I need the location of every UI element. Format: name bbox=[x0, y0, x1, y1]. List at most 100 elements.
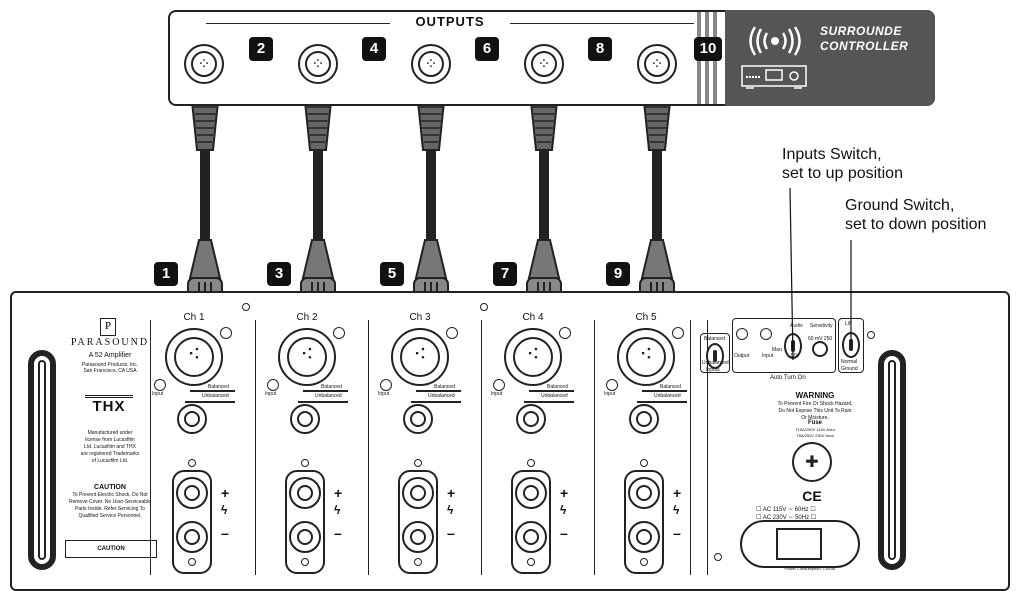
screw-icon bbox=[493, 379, 505, 391]
ch5-negative-terminal[interactable] bbox=[628, 521, 660, 553]
ch2-positive-terminal[interactable] bbox=[289, 477, 321, 509]
output-number-badge: 4 bbox=[362, 37, 386, 61]
channel-label: Ch 5 bbox=[635, 312, 657, 323]
unbalanced-label: Unbalanced bbox=[202, 393, 229, 399]
inputs-switch[interactable] bbox=[706, 343, 724, 369]
cable-5-bottom-boot bbox=[414, 239, 448, 279]
ch3-negative-terminal[interactable] bbox=[402, 521, 434, 553]
minus-sign: – bbox=[221, 525, 229, 541]
ch3-rca-input[interactable] bbox=[403, 404, 433, 434]
ch4-rca-input[interactable] bbox=[516, 404, 546, 434]
sensitivity-values: 60 mV 250 bbox=[808, 336, 833, 342]
channel-label: Ch 2 bbox=[296, 312, 318, 323]
bolt-icon: ϟ bbox=[673, 503, 680, 517]
balanced-rule bbox=[529, 390, 574, 392]
ch4-xlr-input[interactable] bbox=[504, 328, 562, 386]
panel-divider bbox=[690, 320, 691, 575]
ch5-rca-input[interactable] bbox=[629, 404, 659, 434]
controller-xlr-output-9[interactable] bbox=[637, 44, 677, 84]
fuse-rating: T15A/250V 115V Area T8A/250V 230V Area bbox=[795, 427, 835, 438]
balanced-rule bbox=[416, 390, 461, 392]
cable-9-bottom-boot bbox=[640, 239, 674, 279]
warning-title: WARNING bbox=[795, 391, 835, 400]
ch1-negative-terminal[interactable] bbox=[176, 521, 208, 553]
warning-text: To Prevent Fire Or Shock Hazard, Do Not … bbox=[777, 401, 853, 421]
balanced-label: Balanced bbox=[208, 384, 229, 390]
screw-icon bbox=[606, 379, 618, 391]
channel-label: Ch 4 bbox=[522, 312, 544, 323]
ch4-negative-terminal[interactable] bbox=[515, 521, 547, 553]
fuse-holder[interactable] bbox=[792, 442, 832, 482]
voltage-selector-label: ☐ AC 115V ∼ 60Hz ☐ ☐ AC 230V ∼ 50Hz ☐ bbox=[756, 507, 817, 521]
auto-turn-on-panel bbox=[732, 318, 836, 373]
minus-sign: – bbox=[447, 525, 455, 541]
caution-text: To Prevent Electric Shock, Do Not Remove… bbox=[69, 492, 151, 519]
cable-number-badge: 3 bbox=[267, 262, 291, 286]
bolt-icon: ϟ bbox=[447, 503, 454, 517]
controller-xlr-output-5[interactable] bbox=[411, 44, 451, 84]
minus-sign: – bbox=[334, 525, 342, 541]
screw-icon bbox=[559, 327, 571, 339]
power-inlet[interactable] bbox=[740, 520, 860, 568]
bolt-icon: ϟ bbox=[334, 503, 341, 517]
panel-screw-hole bbox=[714, 553, 722, 561]
screw-hole bbox=[301, 558, 309, 566]
controller-xlr-output-3[interactable] bbox=[298, 44, 338, 84]
output-label: Output bbox=[734, 353, 750, 359]
ch3-positive-terminal[interactable] bbox=[402, 477, 434, 509]
receiver-icon bbox=[741, 65, 807, 89]
ch5-xlr-input[interactable] bbox=[617, 328, 675, 386]
balanced-label: Balanced bbox=[704, 336, 725, 342]
ch1-xlr-input[interactable] bbox=[165, 328, 223, 386]
ch2-xlr-input[interactable] bbox=[278, 328, 336, 386]
ce-mark: CE bbox=[802, 488, 822, 504]
trigger-output-jack[interactable] bbox=[736, 328, 748, 340]
plus-sign: + bbox=[221, 485, 230, 501]
brand-name: PARASOUND bbox=[70, 337, 150, 348]
plus-sign: + bbox=[673, 485, 682, 501]
ch2-rca-input[interactable] bbox=[290, 404, 320, 434]
screw-hole bbox=[414, 558, 422, 566]
ground-label: Ground bbox=[841, 366, 858, 372]
controller-name: SURROUNDE CONTROLLER bbox=[820, 24, 909, 53]
screw-hole bbox=[242, 303, 250, 311]
caution-label: CAUTION bbox=[65, 540, 157, 558]
screw-icon bbox=[220, 327, 232, 339]
model-name: A 52 Amplifier bbox=[88, 352, 132, 359]
sensitivity-knob[interactable] bbox=[812, 341, 828, 357]
company-name: Parasound Products, Inc. bbox=[81, 362, 139, 368]
cable-number-badge: 5 bbox=[380, 262, 404, 286]
ch2-negative-terminal[interactable] bbox=[289, 521, 321, 553]
trigger-input-jack[interactable] bbox=[760, 328, 772, 340]
inputs-switch-annotation: Inputs Switch, set to up position bbox=[782, 146, 903, 182]
ch5-positive-terminal[interactable] bbox=[628, 477, 660, 509]
input-label: Input bbox=[265, 391, 277, 397]
auto-turn-on-label: Auto Turn On bbox=[770, 375, 806, 381]
ch4-positive-terminal[interactable] bbox=[515, 477, 547, 509]
unbalanced-label: Unbalanced bbox=[541, 393, 568, 399]
controller-xlr-output-7[interactable] bbox=[524, 44, 564, 84]
speaker-terminal-frame bbox=[172, 470, 212, 574]
ch1-rca-input[interactable] bbox=[177, 404, 207, 434]
unbalanced-rule bbox=[298, 401, 348, 403]
sensitivity-label: Sensitivity bbox=[810, 323, 833, 329]
speaker-terminal-frame bbox=[398, 470, 438, 574]
ch3-xlr-input[interactable] bbox=[391, 328, 449, 386]
cable-1-bottom-boot bbox=[188, 239, 222, 279]
cable-9-wire bbox=[652, 150, 662, 240]
ch1-positive-terminal[interactable] bbox=[176, 477, 208, 509]
controller-xlr-output-1[interactable] bbox=[184, 44, 224, 84]
balanced-label: Balanced bbox=[321, 384, 342, 390]
cable-7-wire bbox=[539, 150, 549, 240]
screw-icon bbox=[672, 327, 684, 339]
output-number-badge: 6 bbox=[475, 37, 499, 61]
bolt-icon: ϟ bbox=[221, 503, 228, 517]
panel-screw-hole bbox=[867, 331, 875, 339]
speaker-terminal-frame bbox=[511, 470, 551, 574]
output-number-badge: 10 bbox=[694, 37, 722, 61]
screw-hole bbox=[527, 459, 535, 467]
twelve-volt-label: 12V bbox=[790, 353, 799, 359]
fuse-title: Fuse bbox=[807, 420, 822, 426]
power-consumption: Power Consumption: 1350W bbox=[784, 566, 836, 571]
input-label: Input bbox=[762, 353, 774, 359]
